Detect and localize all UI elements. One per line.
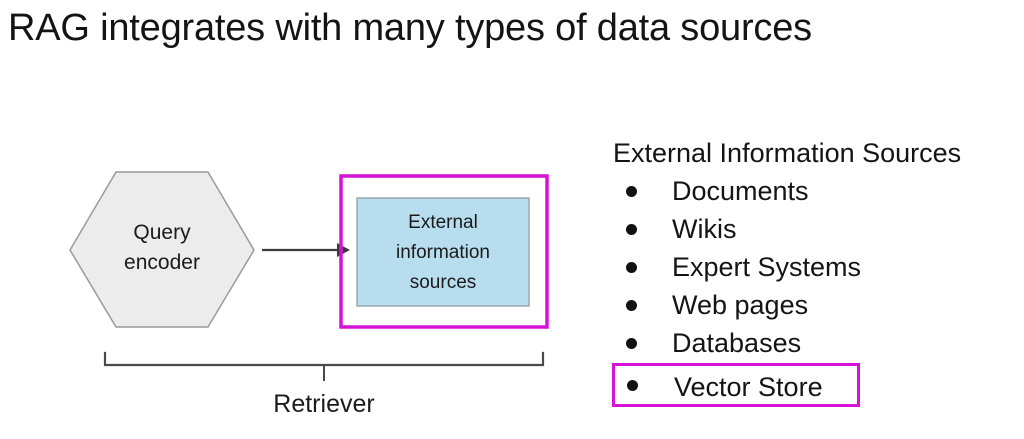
source-list-item-label: Web pages xyxy=(672,290,809,320)
page-title: RAG integrates with many types of data s… xyxy=(8,7,812,49)
source-list-item-label: Vector Store xyxy=(674,372,823,402)
source-list-item: Wikis xyxy=(613,210,1024,248)
source-list-item: Vector Store xyxy=(612,363,860,407)
retriever-bracket-label: Retriever xyxy=(273,390,375,418)
retriever-bracket xyxy=(103,351,545,381)
external-information-sources-heading: External Information Sources xyxy=(613,138,962,168)
query-to-sources-arrow xyxy=(262,243,350,257)
external-information-sources-box xyxy=(356,197,530,307)
external-sources-highlight-box xyxy=(339,174,549,329)
rag-retriever-diagram: Query encoder External information sourc… xyxy=(69,171,549,418)
source-list-item: Documents xyxy=(613,172,1024,210)
source-list-item: Web pages xyxy=(613,286,1024,324)
bullet-icon xyxy=(626,262,637,273)
bullet-icon xyxy=(626,300,637,311)
query-encoder-hexagon xyxy=(69,171,255,328)
source-list-item-label: Documents xyxy=(672,176,809,206)
bullet-icon xyxy=(626,186,637,197)
bullet-icon xyxy=(627,380,638,391)
diagram-vector-layer xyxy=(69,171,549,381)
source-list-item-label: Expert Systems xyxy=(672,252,862,282)
source-list-item: Databases xyxy=(613,324,1024,362)
bullet-icon xyxy=(626,338,637,349)
source-list-item-label: Wikis xyxy=(672,214,737,244)
source-list-item: Expert Systems xyxy=(613,248,1024,286)
bullet-icon xyxy=(626,224,637,235)
source-list-item-label: Databases xyxy=(672,328,802,358)
